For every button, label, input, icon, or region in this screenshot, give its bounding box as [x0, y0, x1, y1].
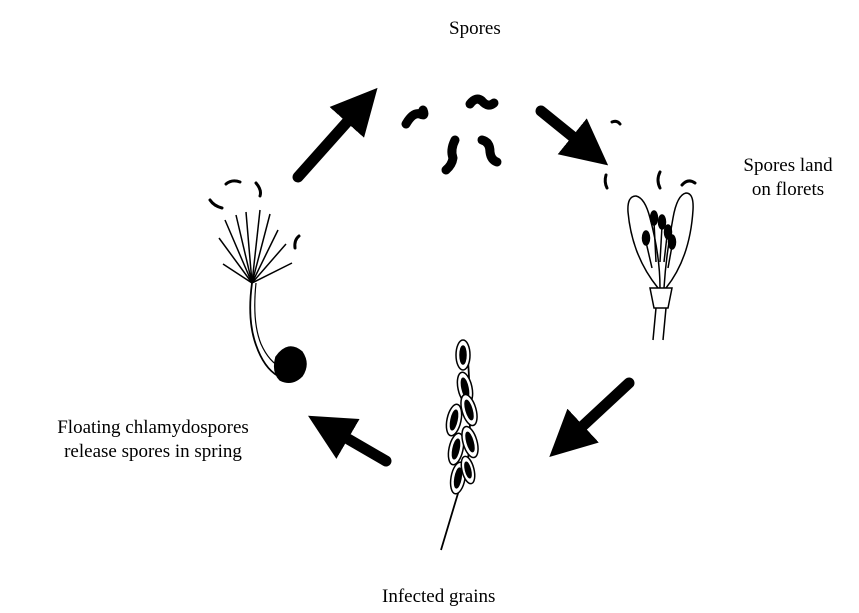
spores-land-on-florets-label: Spores land on florets — [728, 154, 848, 202]
floret-icon — [605, 121, 695, 340]
airborne-spores-icon — [406, 99, 497, 170]
arrow-to-infected-grains — [573, 383, 629, 435]
floating-line2: release spores in spring — [8, 440, 298, 464]
infected-grain-spike-icon — [441, 340, 481, 550]
infected-grains-label: Infected grains — [382, 585, 522, 609]
germinating-chlamydospore-icon — [210, 181, 306, 382]
spores-land-line2: on florets — [728, 178, 848, 202]
spores-land-line1: Spores land — [728, 154, 848, 178]
floating-line1: Floating chlamydospores — [8, 416, 298, 440]
arrow-to-chlamydospores — [336, 432, 386, 461]
spores-label: Spores — [449, 17, 529, 41]
arrow-to-florets — [541, 111, 583, 145]
arrow-to-spores — [298, 112, 356, 177]
floating-chlamydospores-label: Floating chlamydospores release spores i… — [8, 416, 298, 464]
